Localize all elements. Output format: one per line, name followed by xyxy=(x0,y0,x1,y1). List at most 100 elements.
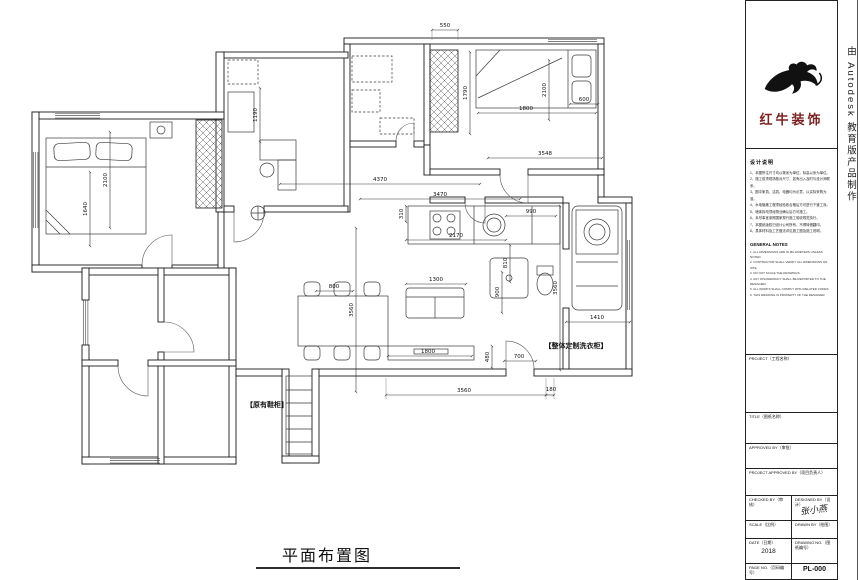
bed-2 xyxy=(475,49,597,109)
dim-3560-bottom: 3560 xyxy=(457,388,471,394)
dim-3560-balcony: 3560 xyxy=(553,281,559,295)
dim-810: 810 xyxy=(503,257,509,268)
date-drawingno-row: DATE（日期） 2018 DRAWING NO.（图纸编号） xyxy=(746,539,837,564)
dim-3470: 3470 xyxy=(433,192,447,198)
note-line: 7、本图纸版权归设计公司所有，不得转借翻印。 xyxy=(750,222,824,227)
autodesk-watermark: 由 Autodesk 教育版产品制作 xyxy=(838,0,858,580)
dim-900: 900 xyxy=(495,286,501,297)
ceiling-symbol xyxy=(250,205,266,221)
project-approved-cell: PROJECT APPROVED BY（项目负责人） xyxy=(746,469,837,496)
general-notes-title: GENERAL NOTES xyxy=(750,241,788,247)
plan-labels: 【整体定制洗衣柜】 【原有鞋柜】 平面布置图 xyxy=(246,341,608,569)
windows xyxy=(33,39,633,464)
dim-2170: 2170 xyxy=(449,233,463,239)
company-name: 红牛装饰 xyxy=(759,112,824,127)
dim-480: 480 xyxy=(485,351,491,362)
note-line: 5、墙体拆改须经物业确认后方可施工。 xyxy=(750,209,810,214)
page-no-row: PAGE NO.（页码编号） PL-000 xyxy=(746,564,837,580)
dim-990: 990 xyxy=(526,209,537,215)
dim-3548: 3548 xyxy=(538,151,552,157)
sheet-no-cell: PL-000 xyxy=(792,564,837,580)
dimensions: 550 1190 1790 2100 1800 600 3548 4370 34… xyxy=(83,23,632,399)
dim-2100-b2: 2100 xyxy=(542,83,548,97)
title-block: 红牛装饰 设计说明 1、本图所注尺寸均以毫米为单位，标高以米为单位。 2、施工前… xyxy=(745,0,838,580)
note-line-en: 6. THIS DRAWING IS PROPERTY OF THE DESIG… xyxy=(750,292,826,297)
laundry-cabinet-label: 【整体定制洗衣柜】 xyxy=(545,341,608,350)
dim-2100-b1: 2100 xyxy=(103,173,109,187)
designer-signature: 张小燕 xyxy=(799,503,828,517)
logo-cell: 红牛装饰 xyxy=(746,1,837,149)
dim-4370: 4370 xyxy=(373,177,387,183)
note-line-en: 3. DO NOT SCALE THE DRAWINGS. xyxy=(750,271,801,276)
dim-1800-tv: 1800 xyxy=(421,349,435,355)
note-line: 6、未尽事宜参照国家现行施工验收规范执行。 xyxy=(750,216,820,221)
drawn-label: DRAWN BY（绘图） xyxy=(795,522,833,527)
dim-800: 800 xyxy=(329,284,340,290)
scale-label: SCALE（比例） xyxy=(749,522,779,527)
dim-700: 700 xyxy=(514,354,525,360)
dim-3560-living: 3560 xyxy=(349,303,355,317)
study-desk xyxy=(227,59,297,191)
note-line-en: 2. CONTRACTOR SHALL VERIFY ALL DIMENSION… xyxy=(750,260,828,270)
dim-1300: 1300 xyxy=(429,277,443,283)
dim-1800-bed: 1800 xyxy=(519,106,533,112)
checked-cell: CHECKED BY（审核） xyxy=(746,496,792,520)
furniture xyxy=(45,49,623,455)
door-arcs xyxy=(117,122,535,397)
page-no-label: PAGE NO.（页码编号） xyxy=(749,565,785,575)
nightstand xyxy=(149,121,173,139)
note-line: 4、水电隐蔽工程须经验收合格后方可进行下道工序。 xyxy=(750,203,830,208)
tv-console xyxy=(387,345,475,361)
date-value: 2018 xyxy=(761,547,776,555)
kitchen-counter xyxy=(407,205,561,245)
dim-1640: 1640 xyxy=(83,202,89,216)
dim-600: 600 xyxy=(579,97,590,103)
lamp xyxy=(156,125,166,135)
approved-cell: APPROVED BY（审批） xyxy=(746,444,837,469)
note-line-en: 1. ALL DIMENSIONS ARE IN MILLIMETERS UNL… xyxy=(750,249,823,260)
design-notes: 设计说明 1、本图所注尺寸均以毫米为单位，标高以米为单位。 2、施工前须现场核对… xyxy=(746,149,837,355)
laundry-cabinet xyxy=(571,205,623,311)
page-no-cell: PAGE NO.（页码编号） xyxy=(746,564,792,580)
project-approved-label: PROJECT APPROVED BY（项目负责人） xyxy=(749,470,826,475)
project-label: PROJECT（工程名称） xyxy=(749,356,792,361)
walls xyxy=(31,37,633,465)
hatched-wardrobes xyxy=(195,49,459,209)
note-line-en: 5. ALL WORKS SHALL COMPLY WITH RELATED C… xyxy=(750,287,830,292)
bull-logo xyxy=(764,61,822,94)
shoe-cabinet xyxy=(285,375,313,455)
drawing-no-label: DRAWING NO.（图纸编号） xyxy=(795,540,831,550)
note-line: 2、施工前须现场核对尺寸，如有出入及时与设计师联系。 xyxy=(750,177,830,188)
dim-550: 550 xyxy=(440,23,451,29)
note-line: 3、图中家具、洁具、电器均为示意，以实际采购为准。 xyxy=(750,190,827,201)
scale-cell: SCALE（比例） xyxy=(746,521,792,538)
note-line: 8、具体材料及工艺做法详见施工图及施工说明。 xyxy=(750,229,824,234)
drawn-cell: DRAWN BY（绘图） xyxy=(792,521,837,538)
dining-set xyxy=(297,281,389,361)
project-cell: PROJECT（工程名称） xyxy=(746,355,837,413)
title-cell: TITLE（图纸名称） xyxy=(746,413,837,444)
dim-1190: 1190 xyxy=(253,108,259,122)
date-cell: DATE（日期） 2018 xyxy=(746,539,792,563)
designed-cell: DESIGNED BY（设计） 张小燕 xyxy=(792,496,837,520)
notes-title: 设计说明 xyxy=(750,160,775,166)
sheet-no-value: PL-000 xyxy=(803,566,826,573)
shoe-cabinet-label: 【原有鞋柜】 xyxy=(246,400,288,409)
dim-310: 310 xyxy=(399,208,405,219)
dim-1410: 1410 xyxy=(590,315,604,321)
bed-1 xyxy=(45,137,147,235)
dim-1790: 1790 xyxy=(463,86,469,100)
dashed-cabinets xyxy=(351,55,415,135)
date-label: DATE（日期） xyxy=(749,540,776,545)
checked-designed-row: CHECKED BY（审核） DESIGNED BY（设计） 张小燕 xyxy=(746,496,837,521)
title-label: TITLE（图纸名称） xyxy=(749,414,784,419)
scale-drawn-row: SCALE（比例） DRAWN BY（绘图） xyxy=(746,521,837,539)
note-line: 1、本图所注尺寸均以毫米为单位，标高以米为单位。 xyxy=(750,171,830,175)
designed-label: DESIGNED BY（设计） xyxy=(795,497,831,507)
checked-label: CHECKED BY（审核） xyxy=(749,497,784,507)
approved-label: APPROVED BY（审批） xyxy=(749,445,794,450)
sofa xyxy=(405,287,465,319)
plan-title: 平面布置图 xyxy=(282,546,372,565)
dim-180: 180 xyxy=(546,387,557,393)
